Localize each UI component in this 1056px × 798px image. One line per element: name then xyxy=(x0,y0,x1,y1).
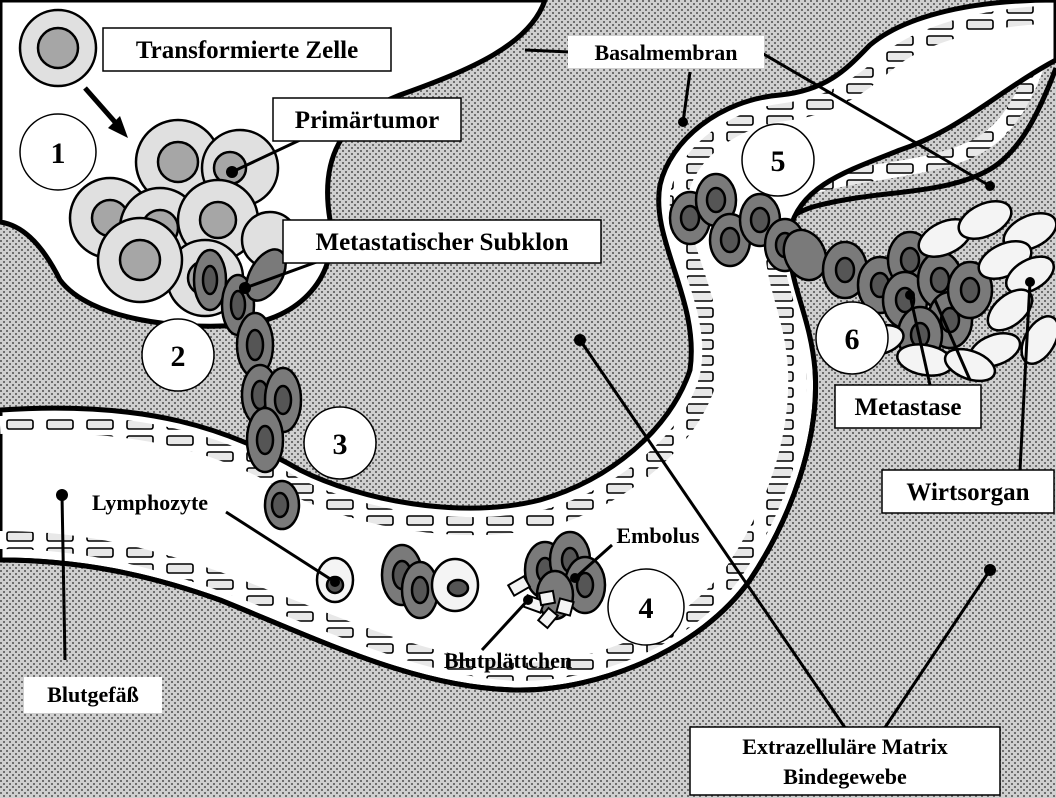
step-4: 4 xyxy=(608,569,684,645)
svg-text:1: 1 xyxy=(51,137,66,170)
svg-text:Basalmembran: Basalmembran xyxy=(595,40,738,65)
svg-text:Bindegewebe: Bindegewebe xyxy=(783,764,907,789)
svg-text:Primärtumor: Primärtumor xyxy=(295,107,439,134)
label-primary-tumor: Primärtumor xyxy=(273,98,461,141)
svg-text:Metastatischer Subklon: Metastatischer Subklon xyxy=(315,229,568,256)
svg-text:Wirtsorgan: Wirtsorgan xyxy=(906,479,1029,506)
svg-text:Blutplättchen: Blutplättchen xyxy=(444,648,572,673)
label-transformed-cell: Transformierte Zelle xyxy=(103,28,391,71)
label-embolus: Embolus xyxy=(616,523,700,548)
svg-text:Embolus: Embolus xyxy=(616,523,700,548)
step-5: 5 xyxy=(742,124,814,196)
svg-text:3: 3 xyxy=(333,428,348,461)
svg-text:5: 5 xyxy=(771,145,786,178)
svg-text:Lymphozyte: Lymphozyte xyxy=(92,490,208,515)
label-metastatic-subclone: Metastatischer Subklon xyxy=(283,220,601,263)
svg-text:Extrazelluläre Matrix: Extrazelluläre Matrix xyxy=(742,734,947,759)
svg-text:6: 6 xyxy=(845,323,860,356)
step-1: 1 xyxy=(20,114,96,190)
svg-text:2: 2 xyxy=(171,340,186,373)
label-lymphocyte: Lymphozyte xyxy=(92,490,208,515)
label-blood-vessel: Blutgefäß xyxy=(24,677,162,713)
label-extracellular-matrix: Extrazelluläre Matrix Bindegewebe xyxy=(690,727,1000,795)
step-6: 6 xyxy=(816,302,888,374)
label-platelets: Blutplättchen xyxy=(444,648,572,673)
step-2: 2 xyxy=(142,319,214,391)
transformed-cell-icon xyxy=(20,10,96,86)
svg-text:Blutgefäß: Blutgefäß xyxy=(47,682,139,707)
svg-text:4: 4 xyxy=(639,592,654,625)
label-host-organ: Wirtsorgan xyxy=(882,470,1054,513)
svg-text:Metastase: Metastase xyxy=(855,394,962,421)
label-basement-membrane: Basalmembran xyxy=(568,36,764,68)
svg-text:Transformierte Zelle: Transformierte Zelle xyxy=(136,37,358,64)
label-metastasis: Metastase xyxy=(835,385,981,428)
step-3: 3 xyxy=(304,407,376,479)
